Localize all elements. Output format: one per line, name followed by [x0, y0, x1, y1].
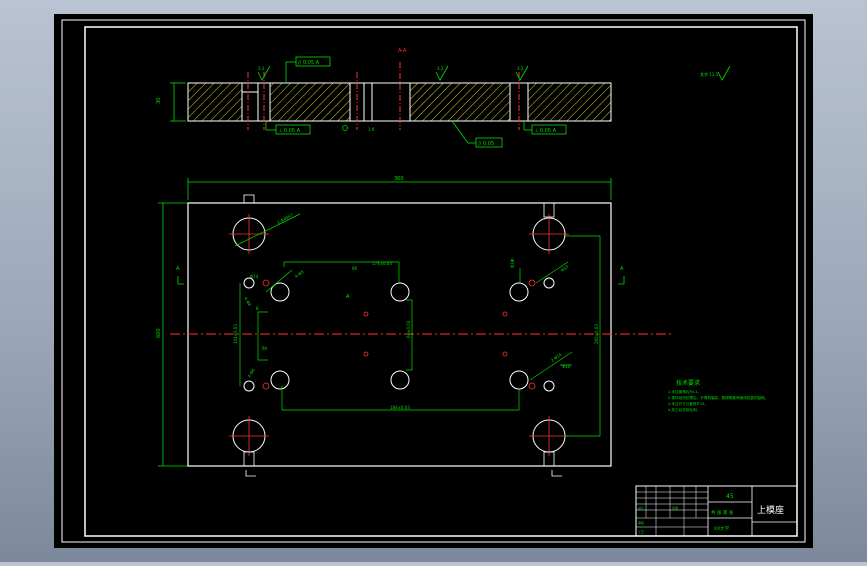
title-designer: 设计: [638, 505, 644, 510]
dim-right-small: 8: [511, 258, 514, 263]
dim-pin-2: 4-Φ8: [247, 367, 256, 378]
hole-dimensions: [234, 213, 601, 437]
gdt-bottom-left: ⊥ 0.05 A: [278, 128, 301, 134]
dim-right-vertical: 260±0.03: [594, 324, 599, 344]
dim-small-right: Φ14: [510, 259, 515, 268]
screw-holes: [270, 282, 529, 390]
dim-center-2: 90: [352, 266, 358, 271]
dim-center-1: 90: [262, 346, 268, 351]
tech-note-3: 3.未注尺寸公差按IT14。: [668, 401, 708, 406]
dim-mid-vertical: 64±0.03: [406, 320, 411, 338]
roughness-top-left: 3.2: [258, 66, 265, 71]
title-part-name: 上模座: [757, 504, 784, 516]
gdt-frame-bottom-left: [275, 124, 311, 135]
title-school: XX大学: [714, 525, 730, 532]
dim-screw-left: 4-Φ8: [294, 269, 305, 279]
section-segment-2: [269, 82, 351, 122]
roughness-top-right: 3.2: [517, 66, 524, 71]
dim-left-vertical: 104±0.03: [233, 324, 238, 344]
roughness-bottom: 1.6: [368, 127, 375, 132]
title-process: 工艺: [638, 529, 644, 534]
section-segment-3: [409, 82, 511, 122]
section-label: A-A: [398, 48, 407, 54]
overall-width-dim: 360: [394, 176, 404, 182]
roughness-general: 其余 12.5: [700, 71, 719, 77]
roughness-top-mid: 3.2: [437, 66, 444, 71]
section-mark-right: A: [620, 266, 624, 272]
gdt-top: // 0.05 A: [298, 60, 320, 66]
title-block: 设计 审核 工艺 比例 45 共 张 第 张 XX大学 上模座: [635, 485, 798, 537]
dim-small-left: Φ14: [250, 274, 259, 279]
section-segment-4: [527, 82, 612, 122]
gdt-bottom-right: ⊥ 0.05 A: [534, 128, 557, 134]
title-checker: 审核: [638, 520, 644, 525]
tech-note-4: 4.加工后去除毛刺。: [668, 407, 700, 412]
tech-note-1: 1.未注倒角均为C1。: [668, 389, 701, 394]
dim-mid-top: 174±0.03: [372, 261, 392, 266]
section-segment-1: [187, 82, 243, 122]
tech-note-2: 2.零件经热处理后，不得有裂纹、脱碳等影响使用性能的缺陷。: [668, 395, 768, 400]
outer-frame: [61, 19, 806, 543]
section-view: A-A 30 3.2 3.2 3.2 其余 12.5: [156, 48, 731, 148]
section-mark-center: A: [346, 294, 350, 300]
overall-height-dim: 600: [156, 328, 162, 338]
pin-holes: [243, 277, 555, 392]
dim-mid-bottom: 184±0.03: [390, 405, 410, 410]
gdt-frame-top: [295, 56, 331, 67]
dim-left-small: 8: [256, 306, 259, 311]
dim-right-bottom-label: 2-Φ14: [550, 351, 563, 362]
inner-frame: [84, 26, 798, 537]
plan-view: 360 600: [156, 176, 672, 477]
section-mark-left: A: [176, 266, 180, 272]
dim-pin-1: 4-Φ8: [243, 296, 252, 307]
tech-notes-title: 技术要求: [676, 379, 700, 387]
title-material: 45: [726, 493, 734, 500]
gdt-bottom-mid: // 0.05: [478, 141, 494, 147]
guide-post-holes: [229, 194, 569, 467]
dim-right-bottom-2: Φ10: [562, 364, 571, 369]
tech-notes: 技术要求 1.未注倒角均为C1。 2.零件经热处理后，不得有裂纹、脱碳等影响使用…: [668, 379, 768, 412]
thickness-dim: 30: [156, 98, 162, 104]
gdt-frame-bottom-right: [531, 124, 567, 135]
gdt-frame-bottom-mid: [475, 137, 503, 148]
title-sheet: 共 张 第 张: [711, 509, 734, 516]
dim-hole-right-top: Φ33: [560, 264, 570, 273]
title-scale: 比例: [672, 505, 678, 510]
